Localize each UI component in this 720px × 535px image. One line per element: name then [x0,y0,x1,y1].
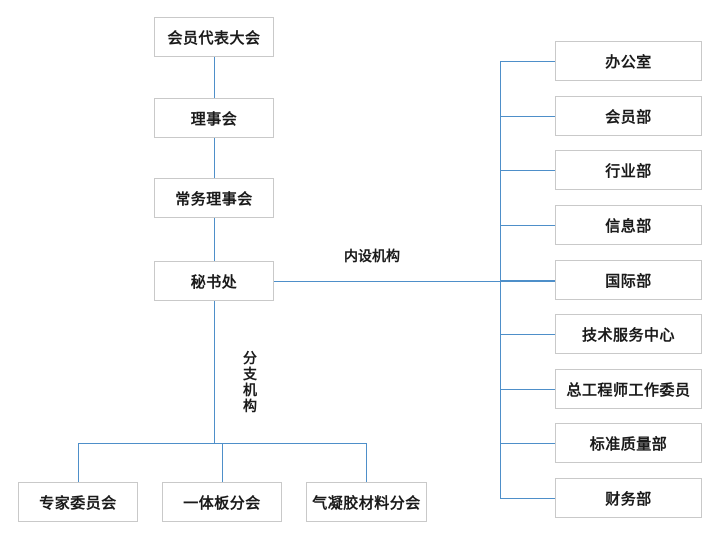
connector-stub-integrated-board [222,443,223,482]
connector-council-to-standing [214,138,215,178]
node-label: 行业部 [605,162,652,180]
connector-stub-expert-committee [78,443,79,482]
node-label: 理事会 [190,110,238,128]
node-label: 国际部 [605,272,652,290]
node-finance-dept[interactable]: 财务部 [555,478,702,518]
connector-stub-information [500,225,555,226]
node-technical-service-center[interactable]: 技术服务中心 [555,314,702,354]
node-standing-council[interactable]: 常务理事会 [154,178,274,218]
node-label: 常务理事会 [175,190,253,208]
internal-trunk-vertical [500,61,501,498]
node-standards-quality-dept[interactable]: 标准质量部 [555,423,702,463]
node-label: 财务部 [605,490,652,508]
connector-stub-international [500,280,555,281]
node-label: 会员代表大会 [167,29,261,47]
connector-stub-membership [500,116,555,117]
connector-stub-office [500,61,555,62]
node-expert-committee[interactable]: 专家委员会 [18,482,138,522]
connector-stub-tech-service [500,334,555,335]
node-chief-engineer-committee[interactable]: 总工程师工作委员 [555,369,702,409]
node-secretariat[interactable]: 秘书处 [154,261,274,301]
node-label: 秘书处 [190,273,238,291]
connector-secretariat-to-branch-trunk [214,301,215,443]
connector-secretariat-to-internal-trunk [274,281,555,282]
node-label: 总工程师工作委员 [566,381,691,399]
node-industry-dept[interactable]: 行业部 [555,150,702,190]
edge-label-branch-organizations: 分支机构 [243,350,257,414]
node-label: 气凝胶材料分会 [312,494,421,512]
node-label: 技术服务中心 [581,326,675,344]
node-integrated-board-branch[interactable]: 一体板分会 [162,482,282,522]
node-label: 一体板分会 [183,494,261,512]
node-label: 办公室 [605,53,652,71]
connector-standing-to-secretariat [214,218,215,261]
connector-stub-finance [500,498,555,499]
node-information-dept[interactable]: 信息部 [555,205,702,245]
node-label: 标准质量部 [589,435,668,453]
edge-label-internal-departments: 内设机构 [344,248,400,264]
node-aerogel-material-branch[interactable]: 气凝胶材料分会 [306,482,427,522]
node-label: 会员部 [605,108,652,126]
node-council[interactable]: 理事会 [154,98,274,138]
node-office[interactable]: 办公室 [555,41,702,81]
connector-stub-industry [500,170,555,171]
connector-assembly-to-council [214,57,215,98]
node-members-assembly[interactable]: 会员代表大会 [154,17,274,57]
node-label: 信息部 [605,217,652,235]
node-international-dept[interactable]: 国际部 [555,260,702,300]
connector-stub-standards [500,443,555,444]
node-label: 专家委员会 [39,494,117,512]
node-membership-dept[interactable]: 会员部 [555,96,702,136]
connector-stub-aerogel [366,443,367,482]
connector-stub-chief-engineer [500,389,555,390]
